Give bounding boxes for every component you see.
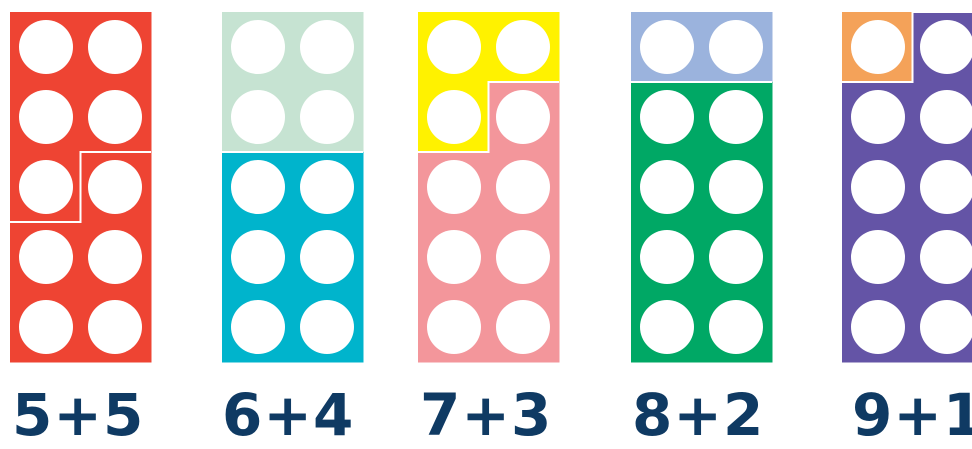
hole	[709, 20, 763, 74]
hole	[427, 230, 481, 284]
hole	[920, 300, 972, 354]
hole	[427, 160, 481, 214]
hole	[851, 160, 905, 214]
number-bond-7-plus-3	[418, 12, 560, 363]
hole	[300, 160, 354, 214]
number-bond-5-plus-5	[10, 12, 152, 363]
hole	[300, 20, 354, 74]
hole	[496, 20, 550, 74]
number-bond-9-plus-1	[842, 12, 972, 363]
hole	[496, 230, 550, 284]
hole	[851, 90, 905, 144]
hole	[88, 90, 142, 144]
numicon-two-shape	[631, 12, 773, 83]
hole	[640, 230, 694, 284]
hole	[88, 20, 142, 74]
hole	[88, 160, 142, 214]
hole	[920, 20, 972, 74]
hole	[851, 300, 905, 354]
hole	[427, 20, 481, 74]
hole	[640, 90, 694, 144]
hole	[19, 230, 73, 284]
hole	[19, 300, 73, 354]
sum-label-5-plus-5: 5+5	[12, 385, 144, 445]
hole	[709, 230, 763, 284]
hole	[427, 90, 481, 144]
numicon-eight-shape	[631, 82, 773, 363]
hole	[300, 90, 354, 144]
hole	[851, 20, 905, 74]
hole	[231, 160, 285, 214]
hole	[640, 160, 694, 214]
hole	[640, 300, 694, 354]
hole	[300, 300, 354, 354]
numicon-four-shape	[222, 12, 364, 153]
sum-label-7-plus-3: 7+3	[420, 385, 552, 445]
hole	[496, 90, 550, 144]
hole	[709, 160, 763, 214]
hole	[920, 230, 972, 284]
hole	[851, 230, 905, 284]
hole	[231, 90, 285, 144]
numicon-one-shape	[842, 12, 913, 83]
hole	[496, 300, 550, 354]
hole	[19, 90, 73, 144]
hole	[640, 20, 694, 74]
hole	[920, 160, 972, 214]
hole	[427, 300, 481, 354]
hole	[19, 160, 73, 214]
hole	[88, 300, 142, 354]
sum-label-6-plus-4: 6+4	[222, 385, 354, 445]
hole	[496, 160, 550, 214]
hole	[709, 90, 763, 144]
hole	[19, 20, 73, 74]
sum-label-9-plus-1: 9+1	[852, 385, 972, 445]
hole	[231, 20, 285, 74]
number-bond-8-plus-2	[631, 12, 773, 363]
sum-label-8-plus-2: 8+2	[632, 385, 764, 445]
hole	[231, 230, 285, 284]
hole	[231, 300, 285, 354]
hole	[709, 300, 763, 354]
hole	[300, 230, 354, 284]
number-bond-6-plus-4	[222, 12, 364, 363]
hole	[88, 230, 142, 284]
hole	[920, 90, 972, 144]
numicon-six-shape	[222, 152, 364, 363]
